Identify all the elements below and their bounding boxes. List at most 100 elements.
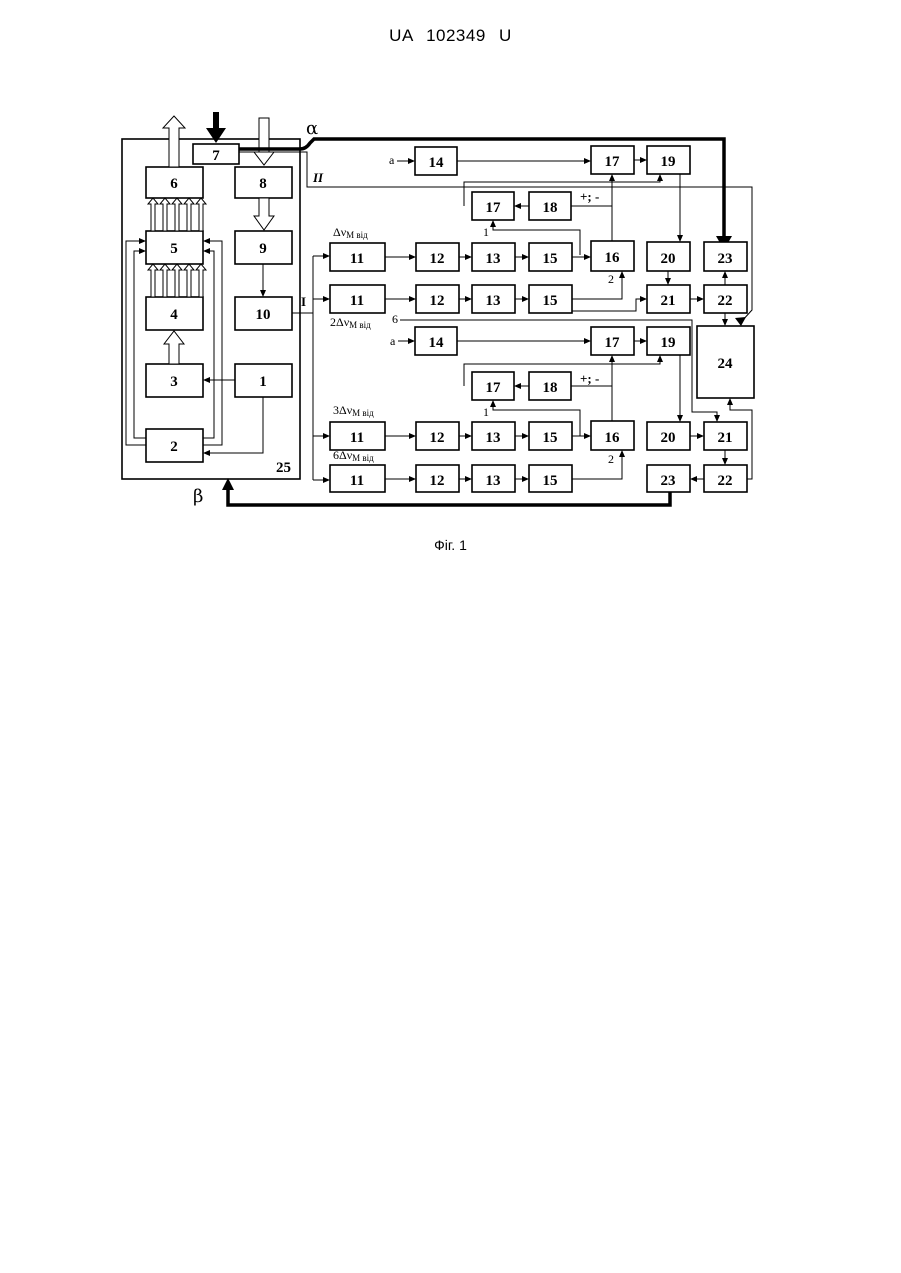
svg-text:20: 20 <box>661 251 676 267</box>
block-12-ch6: 12 <box>416 465 459 492</box>
loop-2-5-left <box>126 241 146 445</box>
block-10: 10 <box>235 297 292 330</box>
block-12-ch3: 12 <box>416 422 459 450</box>
svg-text:12: 12 <box>430 293 445 309</box>
block-14-lower: 14 <box>415 327 457 355</box>
svg-text:23: 23 <box>718 251 733 267</box>
block-16-upper: 16 <box>591 241 634 271</box>
channel-2-label: 2ΔνМ від <box>330 315 371 330</box>
svg-text:12: 12 <box>430 430 445 446</box>
svg-text:18: 18 <box>543 380 558 396</box>
block-21-lower: 21 <box>704 422 747 450</box>
svg-text:19: 19 <box>661 335 676 351</box>
hollow-arrow-8-9 <box>254 198 274 230</box>
svg-text:7: 7 <box>212 148 220 164</box>
input-hollow-arrow <box>254 118 274 165</box>
block-4: 4 <box>146 297 203 330</box>
block-12-ch2: 12 <box>416 285 459 313</box>
svg-text:21: 21 <box>718 430 733 446</box>
svg-text:13: 13 <box>486 251 501 267</box>
block-13-ch1: 13 <box>472 243 515 271</box>
svg-text:17: 17 <box>486 380 502 396</box>
block-18-upper: 18 <box>529 192 571 220</box>
bus-4-5 <box>148 264 206 297</box>
svg-text:15: 15 <box>543 430 558 446</box>
svg-text:13: 13 <box>486 293 501 309</box>
svg-text:19: 19 <box>661 154 676 170</box>
svg-text:18: 18 <box>543 200 558 216</box>
block-15-ch6: 15 <box>529 465 572 492</box>
loop-2-5-right <box>203 241 222 445</box>
port-1-lower: 1 <box>483 405 489 419</box>
loop-2-5-right-inner <box>203 251 214 438</box>
block-15-ch1: 15 <box>529 243 572 271</box>
block-20-lower: 20 <box>647 422 690 450</box>
block-1: 1 <box>235 364 292 397</box>
svg-text:3: 3 <box>170 374 178 390</box>
block-11-ch6: 11 <box>330 465 385 492</box>
svg-text:16: 16 <box>605 250 621 266</box>
svg-text:21: 21 <box>661 293 676 309</box>
svg-text:12: 12 <box>430 251 445 267</box>
svg-text:22: 22 <box>718 293 733 309</box>
block-19-upper: 19 <box>647 146 690 174</box>
svg-text:22: 22 <box>718 473 733 489</box>
svg-text:15: 15 <box>543 473 558 489</box>
svg-text:2: 2 <box>170 439 178 455</box>
arrow-15-16-ch2 <box>572 272 622 299</box>
svg-text:10: 10 <box>256 307 271 323</box>
block-13-ch6: 13 <box>472 465 515 492</box>
svg-text:9: 9 <box>259 241 267 257</box>
svg-text:15: 15 <box>543 251 558 267</box>
channel-1-label: ΔνМ від <box>333 225 368 240</box>
block-9: 9 <box>235 231 292 264</box>
block-16-lower: 16 <box>591 421 634 450</box>
block-21-upper: 21 <box>647 285 690 313</box>
svg-text:5: 5 <box>170 241 178 257</box>
block-11-ch1: 11 <box>330 243 385 271</box>
block-7: 7 <box>193 144 239 164</box>
block-17-upper-top: 17 <box>591 146 634 174</box>
block-11-ch2: 11 <box>330 285 385 313</box>
block-17-lower-mid: 17 <box>472 372 514 400</box>
block-8: 8 <box>235 167 292 198</box>
block-5: 5 <box>146 231 203 264</box>
port-2-lower: 2 <box>608 452 614 466</box>
bus-5-6 <box>148 198 206 231</box>
port-2-upper: 2 <box>608 272 614 286</box>
svg-text:14: 14 <box>429 335 445 351</box>
block-19-lower: 19 <box>647 327 690 355</box>
block-15-ch2: 15 <box>529 285 572 313</box>
block-17-upper-mid: 17 <box>472 192 514 220</box>
block-25-label: 25 <box>276 460 291 476</box>
block-3: 3 <box>146 364 203 397</box>
hollow-arrow-3-4 <box>164 331 184 364</box>
svg-text:17: 17 <box>605 154 621 170</box>
arrow-into-24 <box>735 317 746 326</box>
block-14-upper: 14 <box>415 147 457 175</box>
svg-text:20: 20 <box>661 430 676 446</box>
svg-text:4: 4 <box>170 307 178 323</box>
block-22-upper: 22 <box>704 285 747 313</box>
block-13-ch2: 13 <box>472 285 515 313</box>
svg-text:11: 11 <box>350 251 364 267</box>
svg-text:11: 11 <box>350 473 364 489</box>
svg-text:14: 14 <box>429 155 445 171</box>
block-23-lower: 23 <box>647 465 690 492</box>
roman-two-label: II <box>312 170 324 185</box>
roman-one-label: I <box>301 294 306 309</box>
svg-text:16: 16 <box>605 430 621 446</box>
sign-lower: +; - <box>580 371 599 386</box>
svg-text:13: 13 <box>486 473 501 489</box>
svg-text:1: 1 <box>259 374 267 390</box>
block-15-ch3: 15 <box>529 422 572 450</box>
block-22-lower: 22 <box>704 465 747 492</box>
block-13-ch3: 13 <box>472 422 515 450</box>
arrow-15-16-ch6 <box>572 451 622 479</box>
svg-text:11: 11 <box>350 293 364 309</box>
output-hollow-arrow <box>163 116 185 167</box>
svg-text:6: 6 <box>170 176 178 192</box>
block-17-lower-top: 17 <box>591 327 634 355</box>
block-23-upper: 23 <box>704 242 747 271</box>
